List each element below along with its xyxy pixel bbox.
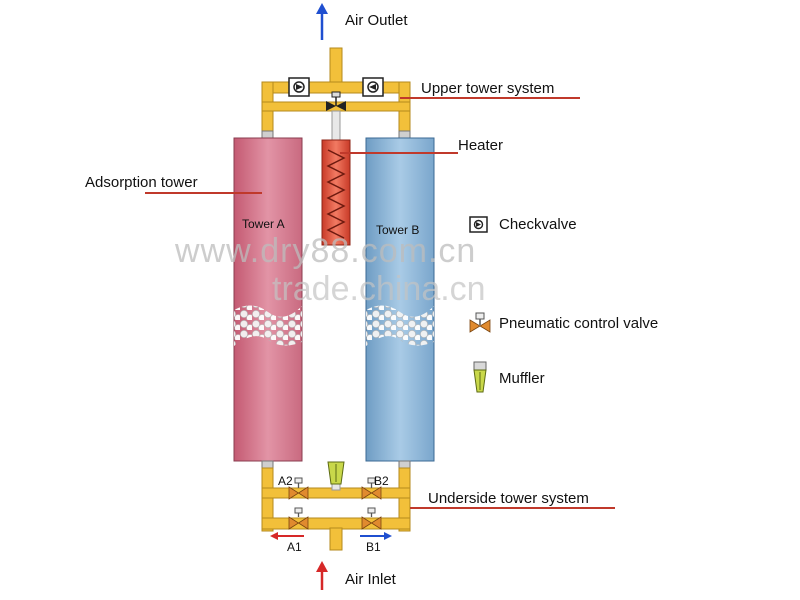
legend-pneumatic-label: Pneumatic control valve <box>499 315 658 332</box>
label-b2: B2 <box>374 474 389 488</box>
pneumatic-control-valve-icon <box>469 312 491 333</box>
legend-checkvalve-label: Checkvalve <box>499 216 577 233</box>
valve-a2 <box>288 477 309 500</box>
legend: Checkvalve Pneumatic control valve Muffl… <box>469 216 658 393</box>
upper-checkvalve-right <box>362 77 384 97</box>
label-a1: A1 <box>287 540 302 554</box>
tower-b-label: Tower B <box>376 223 419 237</box>
adsorption-tower-label: Adsorption tower <box>85 174 198 191</box>
air-outlet-label: Air Outlet <box>345 12 408 29</box>
tower-b <box>365 130 435 470</box>
flow-arrow-a1 <box>270 532 304 540</box>
checkvalve-icon <box>469 216 488 233</box>
underside-tower-system-pipes <box>261 467 411 551</box>
muffler-icon <box>473 361 487 393</box>
tower-a-label: Tower A <box>242 217 285 231</box>
watermark-url: www.dry88.com.cn <box>174 232 476 270</box>
tower-a <box>233 130 303 470</box>
upper-checkvalve-left <box>288 77 310 97</box>
valve-b2 <box>361 477 382 500</box>
air-outlet-arrow <box>316 3 328 40</box>
label-a2: A2 <box>278 474 293 488</box>
legend-muffler-label: Muffler <box>499 370 545 387</box>
flow-arrow-b1 <box>360 532 392 540</box>
underside-tower-system-label: Underside tower system <box>428 490 589 507</box>
heater-label: Heater <box>458 137 503 154</box>
air-inlet-arrow <box>316 561 328 590</box>
valve-b1 <box>361 507 382 530</box>
label-b1: B1 <box>366 540 381 554</box>
upper-pneumatic-valve <box>326 91 346 111</box>
heater <box>321 139 351 246</box>
valve-a1 <box>288 507 309 530</box>
watermark-trade: trade.china.cn <box>272 270 486 308</box>
underside-muffler <box>327 461 345 485</box>
air-inlet-label: Air Inlet <box>345 571 397 588</box>
upper-tower-system-label: Upper tower system <box>421 80 554 97</box>
